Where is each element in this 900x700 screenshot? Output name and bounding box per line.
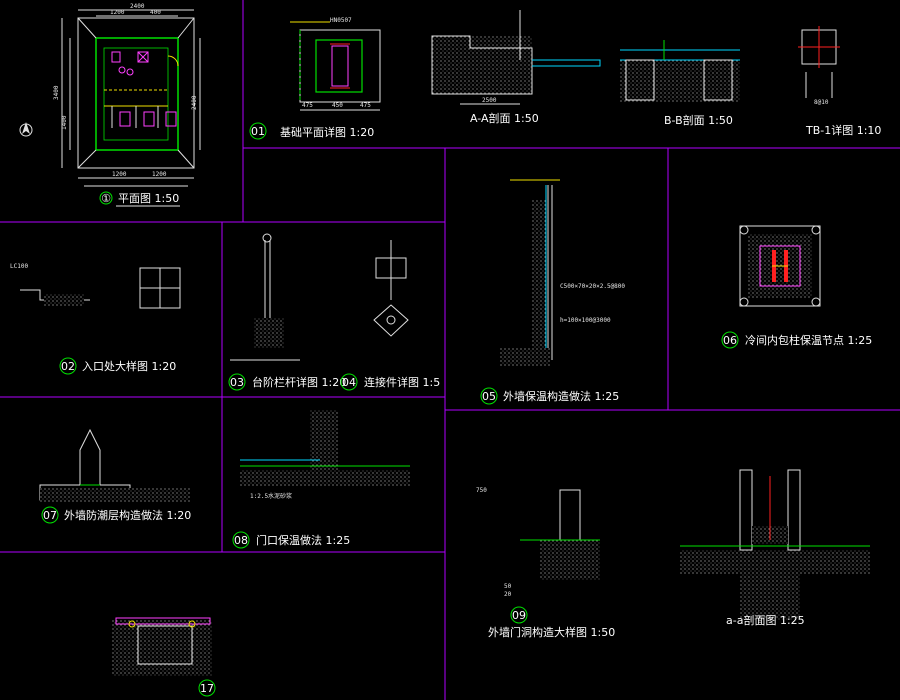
- panel-17-pit-detail: 17: [112, 617, 216, 697]
- p02-number: 02: [61, 360, 75, 373]
- section-a-caption: A-A剖面 1:50: [470, 111, 539, 125]
- p03-caption: 台阶栏杆详图 1:20: [252, 375, 346, 389]
- tb1-dim: 8@10: [814, 99, 829, 106]
- plan-dimensions: 2400 1200 400 1200 1200 3400 1400 2400: [53, 3, 201, 187]
- plan-number: ①: [101, 192, 111, 205]
- plan-dim-bottom-2: 1200: [152, 171, 167, 178]
- panel-07-damp-course: 07 外墙防潮层构造做法 1:20: [39, 428, 191, 524]
- panel-04-connector-detail: 04 连接件详图 1:5: [340, 240, 440, 391]
- plan-dim-top-2: 400: [150, 9, 161, 16]
- section-a-panel: 2500 A-A剖面 1:50: [431, 10, 601, 125]
- plan-walls: [77, 17, 195, 169]
- p09-caption: 外墙门洞构造大样图 1:50: [488, 625, 615, 639]
- p04-caption: 连接件详图 1:5: [364, 375, 440, 389]
- panel-01-foundation-detail: 475 450 475 HN0507 01 基础平面详图 1:20: [249, 17, 381, 140]
- tb1-detail-panel: 8@10 TB-1详图 1:10: [798, 26, 881, 137]
- p02-label: LC100: [10, 263, 28, 270]
- p06-caption: 冷间内包柱保温节点 1:25: [745, 333, 872, 347]
- section-b-panel: B-B剖面 1:50: [620, 40, 740, 127]
- north-arrow-icon: [19, 122, 33, 137]
- panel-08-door-insulation: 1:2.5水泥砂浆 08 门口保温做法 1:25: [232, 410, 410, 549]
- p09-dim-1: 750: [476, 487, 487, 494]
- panel-02-entrance-detail: LC100 02 入口处大样图 1:20: [10, 263, 181, 375]
- p05-caption: 外墙保温构造做法 1:25: [503, 389, 619, 403]
- plan-dim-right: 2400: [191, 95, 198, 110]
- p03-number: 03: [230, 376, 244, 389]
- p05-note-2: h=100×100@3000: [560, 317, 611, 324]
- p01-dim-3: 475: [360, 102, 371, 109]
- p01-label: HN0507: [330, 17, 352, 24]
- p05-number: 05: [482, 390, 496, 403]
- plan-fixtures: [111, 51, 179, 128]
- panel-03-railing-detail: 03 台阶栏杆详图 1:20: [228, 233, 346, 391]
- plan-dim-left: 3400: [53, 85, 60, 100]
- p01-number: 01: [251, 125, 265, 138]
- p08-number: 08: [234, 534, 248, 547]
- p08-caption: 门口保温做法 1:25: [256, 533, 350, 547]
- p05-note: C500×70×20×2.5@800: [560, 283, 625, 290]
- plan-dim-top-1: 1200: [110, 9, 125, 16]
- aa-section-panel: a-a剖面图 1:25: [680, 469, 870, 627]
- p07-caption: 外墙防潮层构造做法 1:20: [64, 508, 191, 522]
- p09-dim-3: 20: [504, 591, 512, 598]
- plan-caption: 平面图 1:50: [118, 192, 179, 205]
- p04-number: 04: [342, 376, 356, 389]
- plan-dim-left-2: 1400: [61, 115, 68, 130]
- section-b-caption: B-B剖面 1:50: [664, 113, 733, 127]
- p02-caption: 入口处大样图 1:20: [82, 359, 176, 373]
- panel-05-wall-insulation: C500×70×20×2.5@800 h=100×100@3000 05 外墙保…: [480, 179, 625, 405]
- p17-number: 17: [200, 682, 214, 695]
- tb1-caption: TB-1详图 1:10: [805, 123, 881, 137]
- p09-number: 09: [512, 609, 526, 622]
- plan-view-panel: 2400 1200 400 1200 1200 3400 1400 2400 ①…: [19, 3, 201, 207]
- p01-caption: 基础平面详图 1:20: [280, 125, 374, 139]
- section-a-dim: 2500: [482, 97, 497, 104]
- p01-dim-2: 450: [332, 102, 343, 109]
- p09-dim-2: 50: [504, 583, 512, 590]
- panel-06-column-insulation: 06 冷间内包柱保温节点 1:25: [721, 225, 872, 349]
- panel-09-door-opening: 750 50 20 09 外墙门洞构造大样图 1:50: [476, 487, 615, 639]
- p06-number: 06: [723, 334, 737, 347]
- aa-caption: a-a剖面图 1:25: [726, 613, 805, 627]
- plan-dim-bottom-1: 1200: [112, 171, 127, 178]
- p08-note: 1:2.5水泥砂浆: [250, 492, 292, 500]
- p07-number: 07: [43, 509, 57, 522]
- p01-dim-1: 475: [302, 102, 313, 109]
- plan-dim-top-total: 2400: [130, 3, 145, 10]
